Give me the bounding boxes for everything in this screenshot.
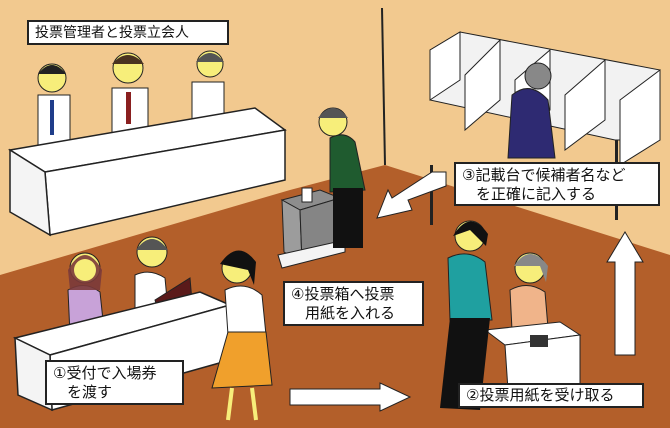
ballot-paper-table [483,252,582,391]
step3-line2: を正確に記入する [476,185,597,203]
step1-line1: ①受付で入場券 [53,364,157,382]
step2-label: ②投票用紙を受け取る [458,383,644,408]
arrow-up-icon [606,231,644,356]
arrow-down-left-icon [376,171,447,219]
staff-person [191,50,225,123]
voter-arriving [211,250,273,421]
step4-line2: 用紙を入れる [305,304,396,322]
step1-label: ①受付で入場券 を渡す [45,360,184,405]
ballot-box [277,187,346,269]
wall-corner [381,7,386,166]
staff-label: 投票管理者と投票立会人 [27,20,229,45]
ballot-paper-stack [530,335,548,347]
voting-booths [429,31,661,225]
staff-person [37,63,71,146]
arrow-right-icon [289,382,412,412]
step3-line1: ③記載台で候補者名など [462,166,626,184]
step4-line1: ④投票箱へ投票 [291,285,395,303]
step1-line2: を渡す [67,383,113,401]
voter-casting [318,107,366,248]
staff-table [7,50,287,237]
step3-label: ③記載台で候補者名など を正確に記入する [454,162,660,206]
voter-writing [507,62,556,159]
step4-label: ④投票箱へ投票 用紙を入れる [283,281,424,326]
clerk [509,252,549,331]
